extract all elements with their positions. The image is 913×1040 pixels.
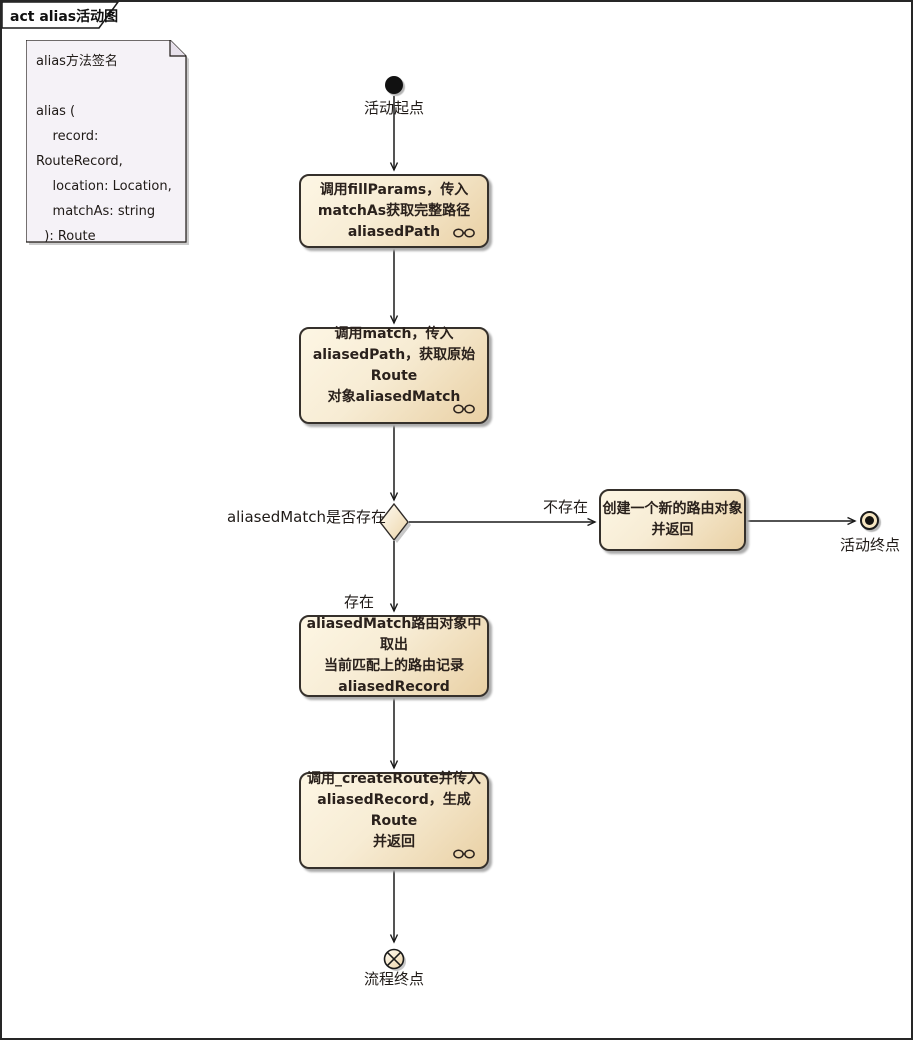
guard-exists: 存在 [344, 593, 375, 611]
call-behavior-icon [453, 228, 475, 238]
action-extract-record-text: aliasedMatch路由对象中取出 当前匹配上的路由记录 aliasedRe… [306, 616, 482, 695]
action-create-new-route-text: 创建一个新的路由对象 并返回 [602, 501, 743, 538]
action-createroute[interactable]: 调用_createRoute并传入 aliasedRecord，生成Route … [299, 770, 489, 869]
call-behavior-icon [453, 849, 475, 859]
action-createroute-text: 调用_createRoute并传入 aliasedRecord，生成Route … [307, 770, 481, 850]
action-create-new-route[interactable]: 创建一个新的路由对象 并返回 [599, 489, 746, 551]
flow-final-label: 流程终点 [363, 970, 424, 988]
action-fillparams-text: 调用fillParams，传入 matchAs获取完整路径 aliasedPat… [317, 181, 471, 240]
frame-tab-shape [2, 2, 119, 29]
flow-final-node[interactable] [383, 948, 405, 970]
decision-label: aliasedMatch是否存在 [226, 508, 386, 526]
guard-not-exists: 不存在 [543, 498, 589, 516]
call-behavior-icon [453, 404, 475, 414]
action-match[interactable]: 调用match，传入 aliasedPath，获取原始Route 对象alias… [299, 325, 489, 424]
action-fillparams[interactable]: 调用fillParams，传入 matchAs获取完整路径 aliasedPat… [299, 174, 489, 248]
note-text: alias方法签名 alias ( record: RouteRecord, l… [36, 54, 172, 244]
action-extract-record[interactable]: aliasedMatch路由对象中取出 当前匹配上的路由记录 aliasedRe… [299, 615, 489, 697]
frame-title-tab: act alias活动图 [2, 2, 122, 30]
activity-final-node[interactable] [860, 511, 879, 530]
note-shape [26, 40, 189, 245]
initial-node-label: 活动起点 [363, 99, 424, 117]
note-alias-signature[interactable]: alias方法签名 alias ( record: RouteRecord, l… [26, 40, 194, 250]
frame-title: act alias活动图 [10, 9, 119, 25]
activity-final-label: 活动终点 [839, 536, 900, 554]
activity-final-dot [865, 516, 874, 525]
decision-node[interactable] [379, 502, 409, 542]
initial-node[interactable] [385, 76, 403, 94]
action-match-text: 调用match，传入 aliasedPath，获取原始Route 对象alias… [312, 325, 476, 405]
